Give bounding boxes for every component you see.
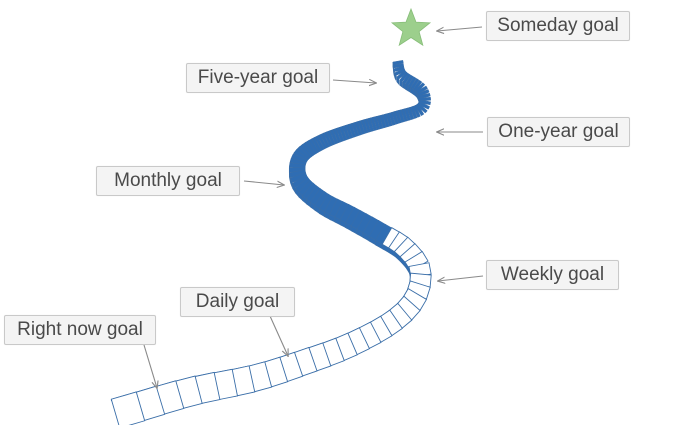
five-year-goal-label: Five-year goal (186, 63, 330, 93)
domino-chain (110, 60, 432, 425)
domino (402, 73, 412, 85)
right-now-goal-label: Right now goal (4, 315, 156, 345)
star-icon (390, 7, 432, 47)
arrow-weekly (438, 275, 484, 281)
domino (110, 391, 146, 425)
label-arrows (143, 26, 484, 388)
domino (394, 68, 406, 76)
arrow-monthly (243, 180, 284, 185)
domino (396, 69, 408, 80)
arrow-five-year (332, 80, 376, 83)
daily-goal-label: Daily goal (180, 287, 295, 317)
one-year-goal-label: One-year goal (487, 117, 630, 147)
weekly-goal-label: Weekly goal (486, 260, 619, 290)
domino (323, 131, 333, 147)
domino (320, 132, 330, 149)
arrow-right-now (143, 344, 157, 388)
domino (399, 71, 409, 83)
someday-goal-label: Someday goal (486, 11, 630, 41)
domino (393, 66, 405, 72)
arrow-daily (269, 315, 288, 356)
arrow-someday (437, 26, 483, 31)
domino (394, 110, 402, 124)
monthly-goal-label: Monthly goal (96, 166, 240, 196)
